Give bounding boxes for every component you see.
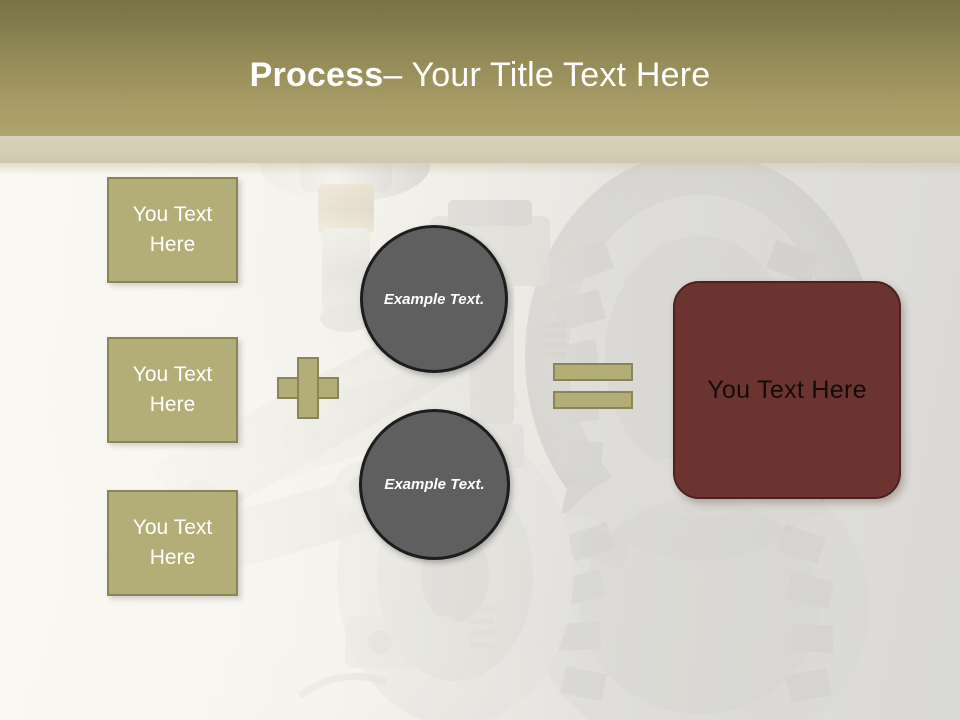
input-box-1[interactable]: You Text Here: [107, 177, 238, 283]
input-box-1-label: You Text Here: [132, 203, 213, 256]
equals-icon: [553, 363, 633, 409]
title-underband: [0, 136, 960, 163]
example-circle-2-label: Example Text.: [384, 476, 485, 493]
title-rest: – Your Title Text Here: [383, 55, 711, 94]
example-circle-2[interactable]: Example Text.: [359, 409, 510, 560]
input-box-2[interactable]: You Text Here: [107, 337, 238, 443]
equals-top-bar: [553, 363, 633, 381]
result-box-label: You Text Here: [707, 375, 867, 404]
example-circle-1[interactable]: Example Text.: [360, 225, 508, 373]
plus-icon: [277, 357, 339, 419]
page-title: Process – Your Title Text Here: [0, 0, 960, 136]
input-box-3-label: You Text Here: [132, 516, 213, 569]
result-box[interactable]: You Text Here: [673, 281, 901, 499]
input-box-2-label: You Text Here: [132, 363, 213, 416]
input-box-3[interactable]: You Text Here: [107, 490, 238, 596]
title-emphasis: Process: [249, 55, 384, 94]
title-underband-fade: [0, 163, 960, 175]
equals-bottom-bar: [553, 391, 633, 409]
plus-center-fill: [299, 379, 317, 397]
example-circle-1-label: Example Text.: [383, 290, 485, 308]
title-bar: [0, 0, 960, 136]
